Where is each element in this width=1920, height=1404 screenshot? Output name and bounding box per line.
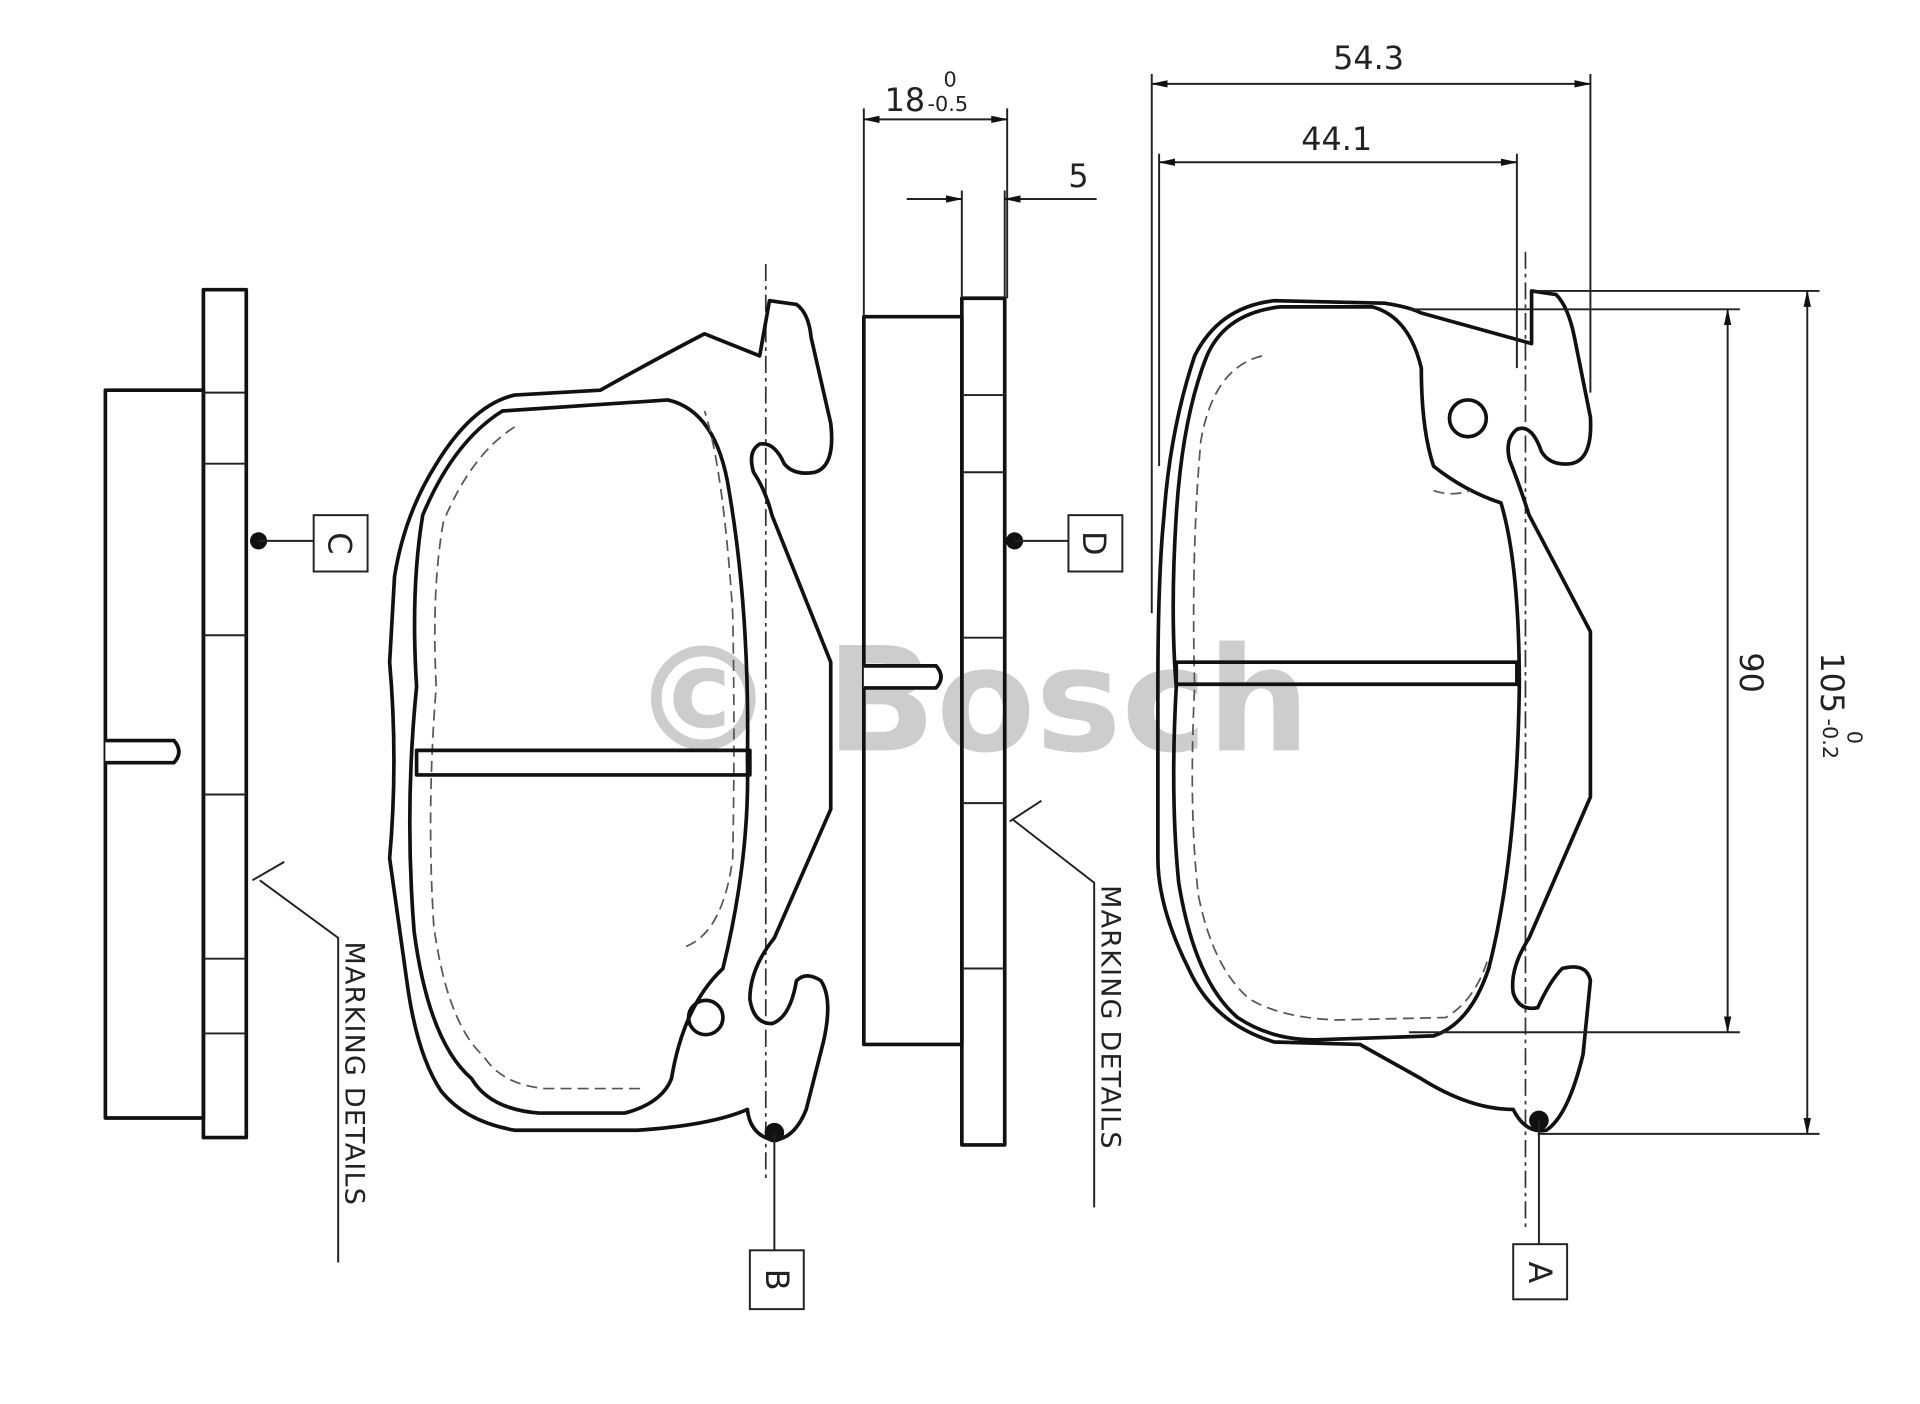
svg-text:105: 105 — [1813, 652, 1851, 713]
middle-side-view: D MARKING DETAILS 18 0 -0.5 5 — [861, 67, 1126, 1208]
callout-b: B — [748, 1249, 805, 1311]
svg-text:0: 0 — [1843, 731, 1867, 744]
svg-text:0: 0 — [943, 67, 956, 91]
dimension-thickness: 18 0 -0.5 — [885, 67, 968, 119]
svg-text:-0.2: -0.2 — [1818, 719, 1842, 760]
left-side-view: C MARKING DETAILS — [103, 287, 370, 1263]
dimension-height-inner: 90 — [1732, 652, 1770, 693]
svg-text:A: A — [1521, 1261, 1559, 1283]
svg-text:-0.5: -0.5 — [928, 92, 969, 116]
svg-text:D: D — [1075, 531, 1113, 556]
dimension-height-total: 105 0 -0.2 — [1813, 652, 1867, 759]
rear-pad-view: A 54.3 44.1 90 105 0 -0.2 — [1150, 39, 1867, 1301]
svg-text:C: C — [320, 532, 358, 554]
front-pad-view: B — [387, 263, 834, 1311]
dimension-backplate: 5 — [1068, 157, 1088, 195]
dimension-width-total: 54.3 — [1333, 39, 1404, 77]
svg-text:18: 18 — [885, 81, 926, 119]
marking-details-label: MARKING DETAILS — [339, 942, 370, 1207]
watermark-logo: © Bosch — [631, 617, 1310, 785]
callout-d: D — [1067, 514, 1124, 573]
callout-c: C — [312, 514, 369, 573]
callout-a: A — [1512, 1243, 1569, 1301]
dimension-width-inner: 44.1 — [1301, 120, 1372, 158]
marking-details-label: MARKING DETAILS — [1095, 885, 1126, 1150]
svg-text:B: B — [758, 1269, 796, 1291]
